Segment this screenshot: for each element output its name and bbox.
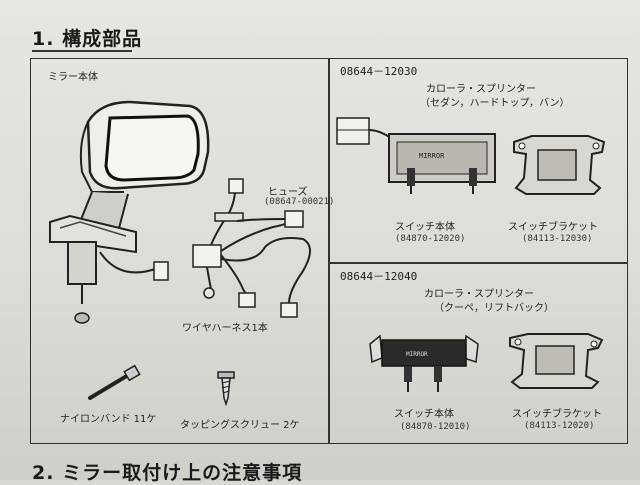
kit2-bracket-illustration	[509, 333, 604, 389]
kit2-variant: （クーペ，リフトバック）	[434, 303, 554, 314]
wire-harness-illustration	[192, 178, 311, 318]
section-1-heading: 1. 構成部品	[32, 24, 142, 51]
mirror-body-illustration	[49, 100, 210, 324]
kit2-bracket-label: スイッチブラケット	[512, 409, 602, 420]
kit1-switch-label: スイッチ本体	[395, 222, 455, 233]
kit2-part-number: 08644－12040	[340, 270, 418, 283]
section-1-title: 構成部品	[62, 28, 143, 50]
kit2-switch-label: スイッチ本体	[394, 409, 454, 420]
section-1-underline	[32, 50, 132, 52]
kit1-bracket-label: スイッチブラケット	[508, 222, 598, 233]
kit1-switch-part: (84870-12020)	[395, 234, 466, 244]
tapping-screw-label: タッピングスクリュー 2ケ	[180, 420, 300, 431]
mirror-body-heading: ミラー本体	[48, 72, 98, 83]
section-1-number: 1.	[32, 28, 55, 50]
tapping-screw-illustration	[217, 371, 235, 407]
svg-text:MIRROR: MIRROR	[419, 152, 445, 160]
kit2-switch-part: (84870-12010)	[400, 422, 471, 432]
kit1-switch-illustration: MIRROR	[336, 117, 496, 194]
nylon-band-illustration	[88, 364, 141, 400]
kit1-bracket-part: (84113-12030)	[522, 234, 593, 244]
panel-divider-vertical	[328, 58, 330, 444]
panel-divider-horizontal	[328, 262, 627, 264]
kit2-switch-illustration: MIRROR	[369, 334, 479, 392]
fuse-label: ヒューズ	[268, 187, 308, 198]
svg-text:MIRROR: MIRROR	[406, 351, 428, 358]
section-2-title: ミラー取付け上の注意事項	[62, 462, 303, 484]
kit1-variant: （セダン，ハードトップ，バン）	[420, 98, 570, 109]
section-2-number: 2.	[32, 462, 55, 484]
kit2-vehicle: カローラ・スプリンター	[424, 289, 534, 300]
kit1-bracket-illustration	[513, 135, 606, 195]
fuse-part-number: (08647-00021)	[264, 197, 335, 207]
nylon-band-label: ナイロンバンド 11ケ	[60, 414, 157, 425]
wire-harness-label: ワイヤハーネス1本	[182, 323, 268, 334]
section-2-heading: 2. ミラー取付け上の注意事項	[32, 458, 302, 485]
kit1-vehicle: カローラ・スプリンター	[426, 84, 536, 95]
kit2-bracket-part: (84113-12020)	[524, 421, 595, 431]
kit1-part-number: 08644－12030	[340, 65, 418, 78]
